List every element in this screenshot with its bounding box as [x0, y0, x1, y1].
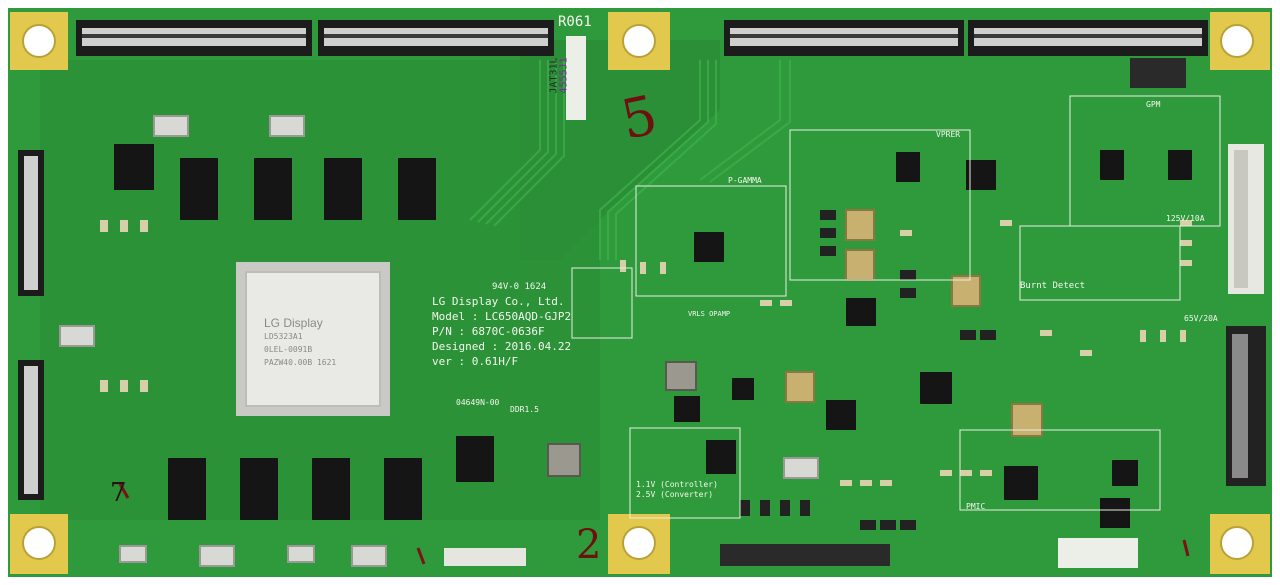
- controller-line3: PAZW40.00B 1621: [264, 358, 337, 367]
- fuse1-label: 125V/10A: [1166, 214, 1205, 223]
- controller-chip: [236, 262, 390, 416]
- smd-components: [100, 220, 1192, 486]
- vprer-label: VPRER: [936, 130, 961, 139]
- pmic-label: PMIC: [966, 502, 986, 511]
- bottom-connector-2: [444, 548, 526, 566]
- fuse2-label: 65V/20A: [1184, 314, 1218, 323]
- handwritten-strokes: [118, 483, 1190, 565]
- mounting-holes: [10, 12, 1270, 574]
- ddr-chips-top: [180, 158, 436, 220]
- silk-outlines: [571, 95, 1221, 519]
- designed-label: Designed : 2016.04.22: [432, 340, 572, 353]
- pattern-code: 04649N-00: [456, 398, 500, 407]
- blank-label: [1058, 538, 1138, 568]
- part-number-label: P/N : 6870C-0636F: [432, 325, 545, 338]
- controller-voltage-label: 1.1V (Controller): [636, 480, 718, 489]
- controller-brand: LG Display: [264, 316, 323, 330]
- bottom-connector: [720, 544, 890, 566]
- revision-code: R061: [558, 14, 592, 30]
- misc-ics: [114, 144, 1192, 528]
- diagonal-trace-bundle: [469, 60, 791, 260]
- version-label: ver : 0.61H/F: [432, 355, 519, 368]
- p-gamma-label: P-GAMMA: [728, 176, 762, 185]
- model-label: Model : LC650AQD-GJP2: [432, 310, 572, 323]
- controller-line2: 0LEL-0091B: [264, 345, 313, 354]
- right-header: [1130, 58, 1186, 88]
- handwritten-7: 7: [110, 478, 127, 508]
- silver-capacitors: [59, 115, 819, 567]
- converter-voltage-label: 2.5V (Converter): [636, 490, 714, 499]
- ul-mark: 94V-0 1624: [492, 282, 547, 292]
- inductors: [547, 209, 1043, 477]
- left-connectors: [18, 150, 44, 500]
- vrls-label: VRLS OPAMP: [688, 310, 731, 318]
- ddr-label: DDR1.5: [510, 405, 539, 414]
- right-connectors: [1226, 144, 1266, 486]
- burnt-detect-label: Burnt Detect: [1020, 281, 1086, 291]
- ddr-chips-bottom: [168, 458, 422, 520]
- handwritten-2: 2: [576, 522, 602, 568]
- company-label: LG Display Co., Ltd.: [432, 295, 565, 308]
- part-sticker: [566, 36, 586, 120]
- part-sticker-line2: 4555J1: [558, 57, 570, 94]
- part-sticker-text: JAT31L 4555J1: [549, 40, 586, 120]
- smd-components-dark: [740, 210, 996, 530]
- controller-line1: LD5323A1: [264, 332, 303, 341]
- top-ffc-connectors: [76, 20, 1208, 56]
- gpm-label: GPM: [1146, 100, 1161, 109]
